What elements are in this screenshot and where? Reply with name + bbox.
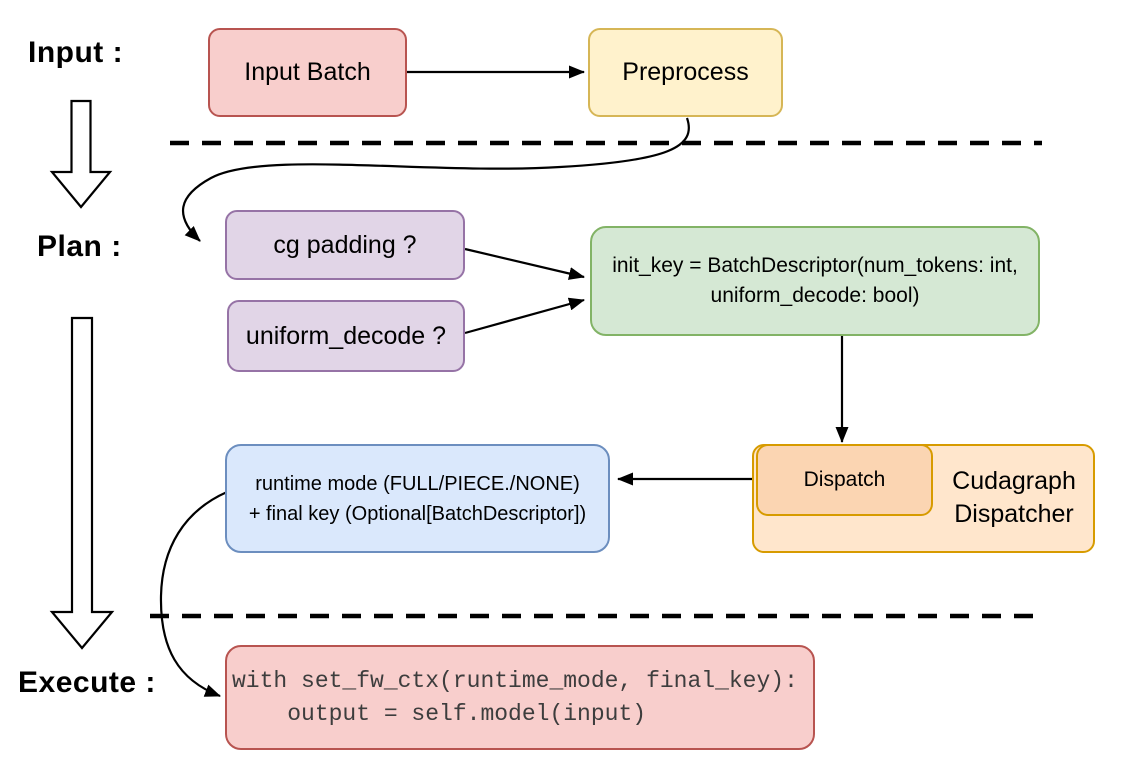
node-uniform-decode: uniform_decode ? [227,300,465,372]
node-runtime-mode-line2: + final key (Optional[BatchDescriptor]) [248,502,587,525]
node-execute-code: with set_fw_ctx(runtime_mode, final_key)… [225,645,815,750]
section-label-input: Input : [28,36,124,69]
node-dispatch-label: Dispatch [803,468,886,491]
phase-arrow-input-to-plan [49,99,113,209]
execute-code-line1: with set_fw_ctx(runtime_mode, final_key)… [232,667,798,694]
arrow-preprocess-to-cgpadding [182,117,690,242]
node-runtime-mode-line1: runtime mode (FULL/PIECE./NONE) [255,472,580,495]
cudagraph-label-line2: Dispatcher [954,500,1074,528]
section-label-plan: Plan : [37,230,122,263]
node-cg-padding-label: cg padding ? [273,230,417,259]
node-preprocess: Preprocess [588,28,783,117]
node-input-batch-label: Input Batch [244,58,371,86]
phase-arrow-plan-to-execute [49,316,115,650]
node-cg-padding: cg padding ? [225,210,465,280]
cudagraph-label-line1: Cudagraph [952,467,1076,495]
arrow-cgpadding-to-initkey [464,247,585,280]
node-uniform-decode-label: uniform_decode ? [245,321,447,350]
arrow-uniformdecode-to-initkey [464,297,585,335]
node-init-key-line2: uniform_decode: bool) [710,284,920,307]
arrow-runtimemode-to-execute [159,490,228,698]
node-dispatch: Dispatch [756,444,933,516]
node-init-key: init_key = BatchDescriptor(num_tokens: i… [590,226,1040,336]
execute-code-line2: output = self.model(input) [232,700,647,727]
section-label-execute: Execute : [18,666,156,699]
node-runtime-mode: runtime mode (FULL/PIECE./NONE) + final … [225,444,610,553]
node-input-batch: Input Batch [208,28,407,117]
node-cudagraph-dispatcher-label: Cudagraph Dispatcher [933,462,1095,534]
node-init-key-line1: init_key = BatchDescriptor(num_tokens: i… [612,254,1018,277]
node-preprocess-label: Preprocess [622,58,749,86]
